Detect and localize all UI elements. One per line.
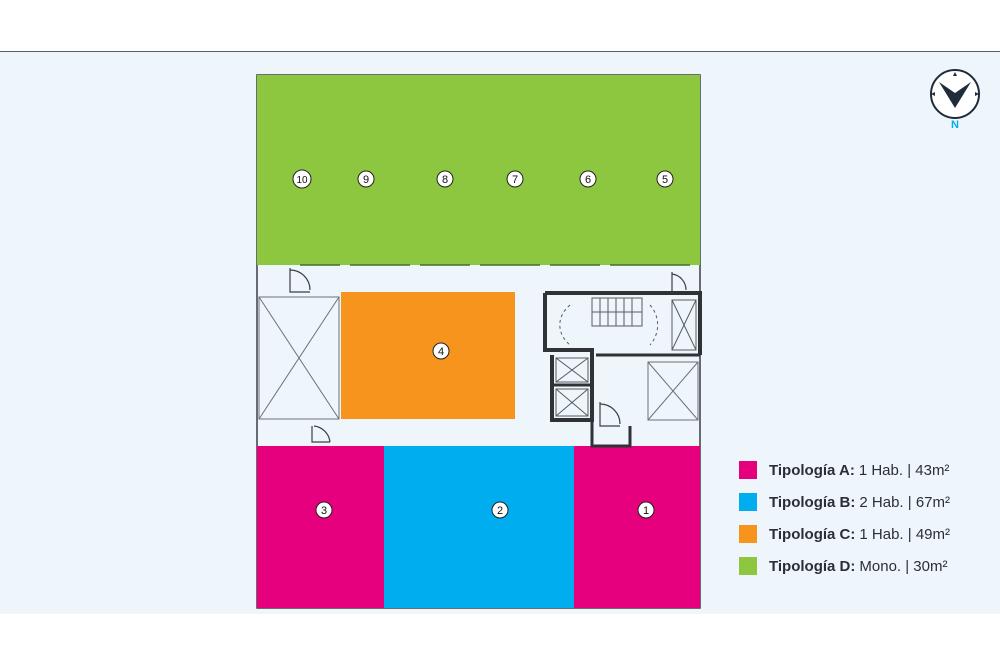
unit-number: 3: [321, 505, 327, 517]
unit-markers: 1 2 3 4 5 6 7 8: [292, 169, 674, 519]
top-bar: [0, 0, 1000, 52]
unit-marker[interactable]: 2: [491, 501, 509, 519]
unit-marker[interactable]: 9: [357, 170, 375, 188]
legend-item-a: Tipología A: 1 Hab. | 43m²: [739, 460, 989, 480]
unit-number: 4: [438, 346, 444, 358]
legend-typology-detail: 1 Hab. | 49m²: [859, 525, 950, 543]
legend-swatch: [739, 493, 757, 511]
unit-marker[interactable]: 8: [436, 170, 454, 188]
legend-swatch: [739, 525, 757, 543]
unit-number: 9: [363, 174, 369, 186]
legend-typology-name: Tipología A:: [769, 461, 855, 479]
unit-number: 10: [296, 175, 308, 186]
unit-number: 5: [662, 174, 668, 186]
unit-block-a-left: [257, 446, 384, 608]
legend-item-c: Tipología C: 1 Hab. | 49m²: [739, 524, 989, 544]
unit-number: 7: [512, 174, 518, 186]
unit-number: 6: [585, 174, 591, 186]
unit-number: 1: [643, 505, 649, 517]
legend-typology-detail: Mono. | 30m²: [859, 557, 948, 575]
north-arrow-icon: N: [930, 69, 980, 131]
unit-number: 8: [442, 174, 448, 186]
unit-marker[interactable]: 4: [432, 342, 450, 360]
unit-number: 2: [497, 505, 503, 517]
legend-swatch: [739, 461, 757, 479]
stair-core: [543, 291, 702, 448]
unit-block-d: [257, 75, 700, 265]
right-void: [647, 361, 699, 421]
unit-marker[interactable]: 10: [292, 169, 312, 189]
north-label: N: [951, 119, 959, 131]
unit-marker[interactable]: 5: [656, 170, 674, 188]
unit-marker[interactable]: 6: [579, 170, 597, 188]
unit-marker[interactable]: 3: [315, 501, 333, 519]
unit-block-c: [341, 292, 515, 419]
legend-item-d: Tipología D: Mono. | 30m²: [739, 556, 989, 576]
legend-typology-name: Tipología D:: [769, 557, 856, 575]
legend-swatch: [739, 557, 757, 575]
legend-typology-detail: 2 Hab. | 67m²: [859, 493, 950, 511]
unit-block-b: [384, 446, 574, 608]
legend-item-b: Tipología B: 2 Hab. | 67m²: [739, 492, 989, 512]
legend-typology-name: Tipología B:: [769, 493, 856, 511]
left-void: [258, 296, 340, 420]
legend-typology-detail: 1 Hab. | 43m²: [858, 461, 950, 479]
bottom-bar: [0, 614, 1000, 667]
legend-typology-name: Tipología C:: [769, 525, 856, 543]
legend: Tipología A: 1 Hab. | 43m² Tipología B: …: [739, 460, 989, 588]
unit-marker[interactable]: 7: [506, 170, 524, 188]
unit-block-a-right: [574, 446, 700, 608]
unit-marker[interactable]: 1: [637, 501, 655, 519]
